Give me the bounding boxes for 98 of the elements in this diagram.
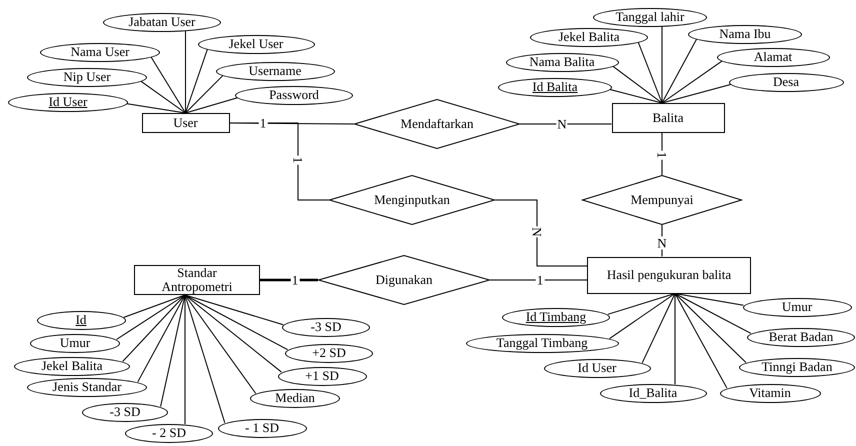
attribute-line <box>184 294 284 326</box>
attribute-name: Umur <box>60 336 90 350</box>
attribute-line <box>185 97 238 114</box>
attribute-name: Jekel User <box>228 36 284 52</box>
attribute-line <box>126 103 186 114</box>
attribute-ellipse <box>506 52 618 72</box>
attribute-name: Jekel Balita <box>41 358 102 374</box>
attribute-name: Jenis Standar <box>52 380 122 394</box>
attribute-ellipse <box>250 388 340 408</box>
attribute-line <box>122 294 186 362</box>
attribute-name: Password <box>269 88 319 102</box>
attribute-line <box>140 80 186 114</box>
cardinality-label: 1 <box>258 116 268 130</box>
cardinality-label: N <box>556 118 568 130</box>
attribute-ellipse <box>30 334 120 352</box>
attribute-ellipse <box>747 328 855 346</box>
attribute-ellipse <box>716 48 830 66</box>
attribute-name: Id_Balita <box>628 386 678 400</box>
attribute-name: Username <box>248 64 302 78</box>
attribute-line <box>674 293 746 363</box>
attribute-name: +2 SD <box>312 346 346 360</box>
attribute-line <box>662 84 732 104</box>
attribute-name: Umur <box>782 300 812 314</box>
attribute-line <box>184 294 256 394</box>
attribute-line <box>116 294 186 340</box>
attribute-name: Vitamin <box>749 386 791 400</box>
attribute-line <box>150 56 186 114</box>
key-attribute-name: Id <box>76 312 86 328</box>
attribute-line <box>123 294 186 318</box>
attribute-line <box>184 294 288 350</box>
entity-box <box>142 113 230 133</box>
attribute-name: Tanggal Timbang <box>496 336 588 350</box>
cardinality-label: N <box>656 236 668 250</box>
attribute-line <box>642 293 676 364</box>
attribute-line <box>185 48 208 114</box>
attribute-line <box>607 293 676 315</box>
cardinality-label: 1 <box>656 150 668 160</box>
relationship-name: Mempunyai <box>630 192 694 208</box>
attribute-line <box>184 294 282 373</box>
attribute-name: Nama User <box>70 44 130 60</box>
attribute-line <box>674 293 676 385</box>
attribute-name: Nip User <box>63 70 111 84</box>
attribute-name: - 2 SD <box>152 426 186 440</box>
entity-name: User <box>173 116 198 130</box>
attribute-line <box>674 293 744 306</box>
entity-box <box>612 103 724 133</box>
relationship-name: Menginputkan <box>374 192 450 208</box>
cardinality-label: 1 <box>290 274 300 286</box>
attribute-ellipse <box>739 358 855 376</box>
entity-name: Standar Antropometri <box>160 266 234 294</box>
cardinality-label: 1 <box>292 156 304 164</box>
attribute-ellipse <box>27 68 147 86</box>
attribute-line <box>184 294 226 424</box>
relationship-line <box>494 200 588 266</box>
attribute-line <box>662 38 698 104</box>
attribute-line <box>185 75 224 114</box>
key-attribute-ellipse <box>36 310 126 330</box>
key-attribute-name: Id Balita <box>532 80 578 94</box>
attribute-ellipse <box>278 366 366 386</box>
key-attribute-name: Id Timbang <box>526 310 586 324</box>
entity-box <box>587 256 751 294</box>
attribute-name: Nama Balita <box>529 54 595 70</box>
attribute-line <box>185 30 186 114</box>
attribute-name: Desa <box>773 74 799 90</box>
attribute-name: Median <box>275 390 315 406</box>
attribute-line <box>184 294 186 425</box>
relationship-name: Mendaftarkan <box>400 116 474 132</box>
attribute-name: Jabatan User <box>128 14 196 30</box>
cardinality-label: 1 <box>536 274 544 286</box>
attribute-line <box>609 293 676 340</box>
entity-name: Hasil pengukuran balita <box>606 268 732 282</box>
attribute-line <box>160 294 186 408</box>
attribute-name: -3 SD <box>110 404 140 420</box>
attribute-name: - 1 SD <box>245 420 279 436</box>
attribute-name: Nama Ibu <box>719 26 771 42</box>
attribute-name: Tinngi Badan <box>762 360 832 374</box>
attribute-name: Berat Badan <box>768 330 834 344</box>
attribute-name: +1 SD <box>305 368 339 384</box>
relationship-line <box>260 278 318 282</box>
attribute-line <box>638 42 662 104</box>
relationship-name: Digunakan <box>375 272 433 288</box>
attribute-name: -3 SD <box>310 320 342 334</box>
key-attribute-name: Id User <box>48 94 88 110</box>
entity-box <box>134 265 260 295</box>
attribute-name: Tanggal lahir <box>616 10 684 24</box>
attribute-name: Jekel Balita <box>558 30 620 44</box>
relationship-line <box>229 122 330 200</box>
attribute-line <box>674 293 752 334</box>
attribute-name: Id User <box>578 360 616 376</box>
attribute-line <box>662 60 722 104</box>
attribute-line <box>612 66 662 104</box>
cardinality-label: N <box>530 226 544 238</box>
attribute-name: Alamat <box>754 50 792 64</box>
entity-name: Balita <box>652 110 684 126</box>
attribute-line <box>610 88 662 104</box>
attribute-line <box>137 294 186 382</box>
attribute-line <box>674 293 728 389</box>
attribute-ellipse <box>285 344 373 362</box>
